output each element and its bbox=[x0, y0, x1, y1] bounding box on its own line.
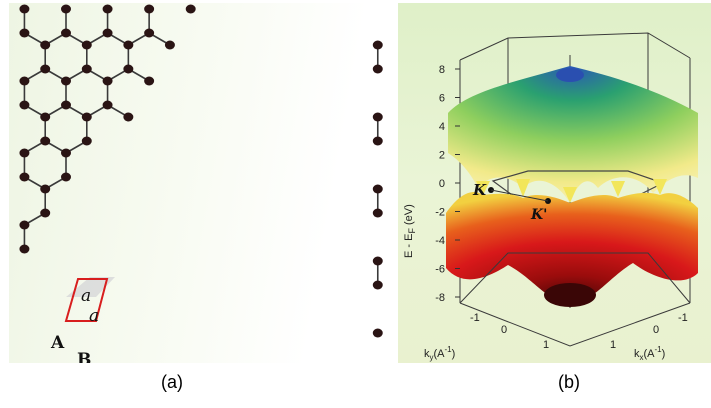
energy-tick-label: 6 bbox=[439, 93, 445, 105]
conduction-band-maximum bbox=[556, 68, 584, 82]
carbon-atom bbox=[19, 220, 30, 230]
dirac-cone bbox=[611, 181, 625, 197]
carbon-atom bbox=[372, 112, 383, 122]
dirac-cones bbox=[476, 179, 667, 203]
k-to-k-prime-line bbox=[490, 189, 549, 202]
honeycomb-lattice: a a A B bbox=[19, 4, 383, 363]
dirac-point-k-label: K bbox=[472, 181, 487, 199]
kx-tick-label: 1 bbox=[610, 339, 616, 351]
panel-a-caption: (a) bbox=[161, 372, 183, 392]
carbon-atom bbox=[81, 136, 92, 146]
energy-tick-label: 0 bbox=[439, 178, 445, 190]
carbon-atom bbox=[61, 172, 71, 182]
carbon-atom bbox=[19, 76, 30, 86]
carbon-atom bbox=[123, 40, 134, 50]
carbon-atom bbox=[123, 64, 134, 74]
carbon-atom bbox=[164, 40, 175, 50]
carbon-atom bbox=[19, 244, 30, 254]
unit-cell-shade bbox=[66, 277, 115, 297]
carbon-atom bbox=[144, 4, 155, 14]
ky-tick-label: 1 bbox=[543, 339, 549, 351]
carbon-atom bbox=[19, 172, 30, 182]
carbon-atom bbox=[81, 112, 92, 122]
kx-axis-ticks: 1 0 -1 bbox=[610, 312, 688, 351]
carbon-atom bbox=[61, 148, 71, 158]
kx-axis-label: kx(A-1) bbox=[634, 345, 665, 362]
dirac-cone bbox=[563, 187, 577, 203]
carbon-atom bbox=[19, 4, 30, 14]
energy-tick-label: 8 bbox=[439, 64, 445, 76]
lattice-atoms bbox=[19, 4, 383, 338]
graphene-lattice-panel: a a A B bbox=[9, 3, 395, 363]
carbon-atom bbox=[19, 100, 30, 110]
carbon-atom bbox=[61, 100, 71, 110]
carbon-atom bbox=[372, 280, 383, 290]
plot-box-front-edges bbox=[459, 55, 691, 304]
carbon-atom bbox=[40, 136, 51, 146]
carbon-atom bbox=[61, 4, 71, 14]
conduction-band-surface bbox=[448, 66, 698, 203]
dirac-point-k-prime-label: K' bbox=[530, 207, 547, 223]
carbon-atom bbox=[372, 256, 383, 266]
carbon-atom bbox=[40, 208, 51, 218]
carbon-atom bbox=[40, 184, 51, 194]
carbon-atom bbox=[40, 40, 51, 50]
carbon-atom bbox=[123, 112, 134, 122]
carbon-atom bbox=[61, 76, 71, 86]
ky-tick-label: -1 bbox=[470, 312, 480, 324]
energy-tick-label: 4 bbox=[439, 121, 445, 133]
kx-tick-label: -1 bbox=[678, 312, 688, 324]
energy-axis-ticks: 8 6 4 2 0 -2 -4 -6 -8 bbox=[435, 64, 460, 304]
carbon-atom bbox=[144, 76, 155, 86]
carbon-atom bbox=[40, 64, 51, 74]
panel-b-caption: (b) bbox=[558, 372, 580, 392]
energy-tick-label: 2 bbox=[439, 150, 445, 162]
dirac-cone bbox=[653, 179, 667, 195]
carbon-atom bbox=[40, 112, 51, 122]
carbon-atom bbox=[185, 4, 196, 14]
carbon-atom bbox=[372, 208, 383, 218]
dirac-cone bbox=[476, 181, 490, 195]
ky-axis-ticks: -1 0 1 bbox=[470, 312, 549, 351]
carbon-atom bbox=[144, 28, 155, 38]
lattice-vector-a2-label: a bbox=[89, 306, 99, 326]
carbon-atom bbox=[372, 328, 383, 338]
energy-tick-label: -6 bbox=[435, 264, 445, 276]
carbon-atom bbox=[372, 64, 383, 74]
carbon-atom bbox=[372, 184, 383, 194]
carbon-atom bbox=[102, 76, 113, 86]
lattice-bonds bbox=[23, 9, 379, 285]
valence-band-minimum bbox=[544, 283, 596, 307]
energy-tick-label: -4 bbox=[435, 235, 445, 247]
carbon-atom bbox=[102, 28, 113, 38]
kx-tick-label: 0 bbox=[653, 324, 659, 336]
carbon-atom bbox=[372, 40, 383, 50]
lattice-vector-a1-label: a bbox=[81, 286, 91, 306]
dirac-cone bbox=[516, 179, 530, 197]
energy-tick-label: -2 bbox=[435, 207, 445, 219]
carbon-atom bbox=[61, 28, 71, 38]
carbon-atom bbox=[19, 28, 30, 38]
carbon-atom bbox=[102, 4, 113, 14]
carbon-atom bbox=[81, 64, 92, 74]
carbon-atom bbox=[372, 136, 383, 146]
sublattice-a-label: A bbox=[50, 333, 65, 353]
unit-cell-outline bbox=[64, 278, 109, 322]
carbon-atom bbox=[102, 100, 113, 110]
sublattice-b-label: B bbox=[77, 350, 91, 363]
carbon-atom bbox=[19, 148, 30, 158]
energy-axis-label: E - EF (eV) bbox=[403, 204, 417, 258]
valence-band-surface bbox=[446, 192, 698, 303]
energy-tick-label: -8 bbox=[435, 292, 445, 304]
ky-axis-label: ky(A-1) bbox=[424, 345, 455, 362]
carbon-atom bbox=[81, 40, 92, 50]
ky-tick-label: 0 bbox=[501, 324, 507, 336]
